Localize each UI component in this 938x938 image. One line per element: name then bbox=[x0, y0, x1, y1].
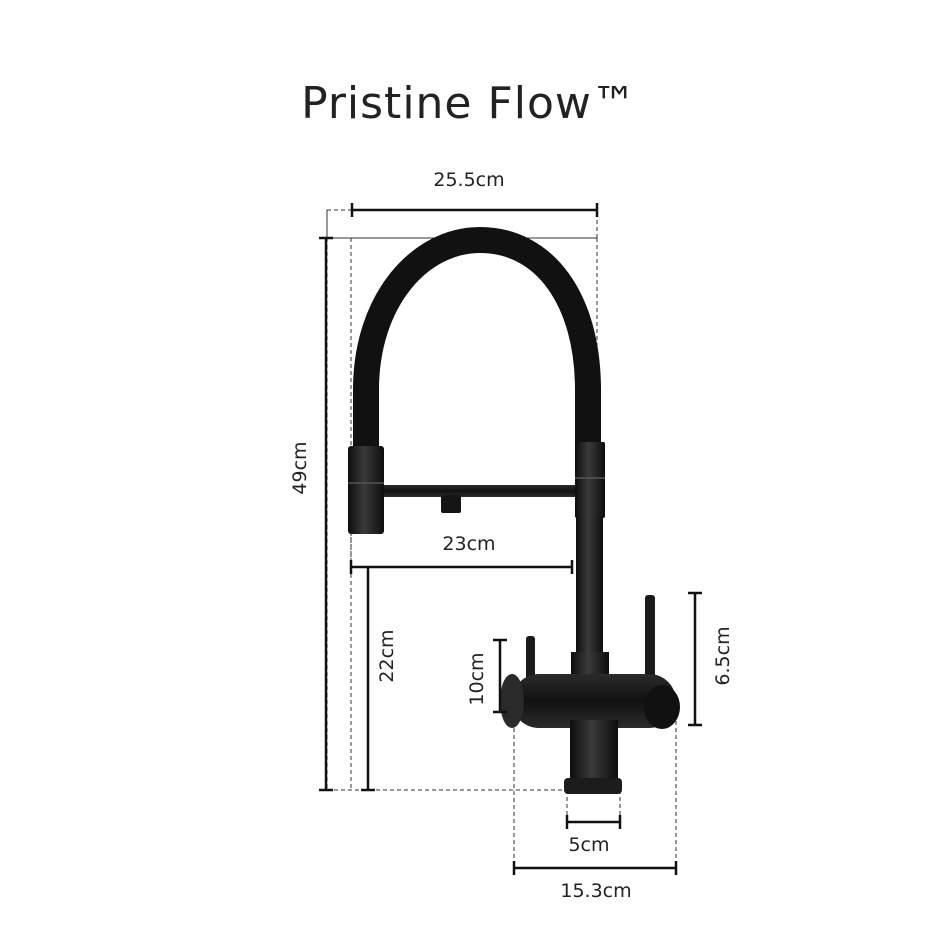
dimension-labels: 25.5cm 49cm 23cm 22cm 10cm 6.5cm 5cm 15.… bbox=[289, 169, 734, 902]
base-diameter-label: 5cm bbox=[568, 834, 609, 856]
faucet-illustration bbox=[348, 226, 680, 794]
overall-height-label: 49cm bbox=[289, 441, 311, 494]
spout-height-label: 22cm bbox=[376, 629, 398, 682]
mixer-body bbox=[512, 674, 676, 728]
left-handle bbox=[526, 636, 535, 680]
base-stem bbox=[570, 720, 618, 784]
overall-width-label: 25.5cm bbox=[433, 169, 504, 191]
spray-head bbox=[348, 446, 384, 534]
dimension-lines bbox=[319, 203, 702, 875]
right-handle bbox=[645, 595, 655, 687]
hose-arch bbox=[353, 226, 601, 448]
left-handle-height-label: 10cm bbox=[466, 652, 488, 705]
base-plate bbox=[564, 778, 622, 794]
spout-arm bbox=[384, 485, 576, 497]
spout-reach-label: 23cm bbox=[442, 533, 495, 555]
column-top bbox=[575, 442, 605, 518]
product-title: Pristine Flow™ bbox=[301, 78, 637, 129]
right-handle-height-label: 6.5cm bbox=[712, 626, 734, 685]
arm-holder bbox=[441, 495, 461, 513]
body-width-label: 15.3cm bbox=[560, 880, 631, 902]
column bbox=[576, 516, 603, 656]
